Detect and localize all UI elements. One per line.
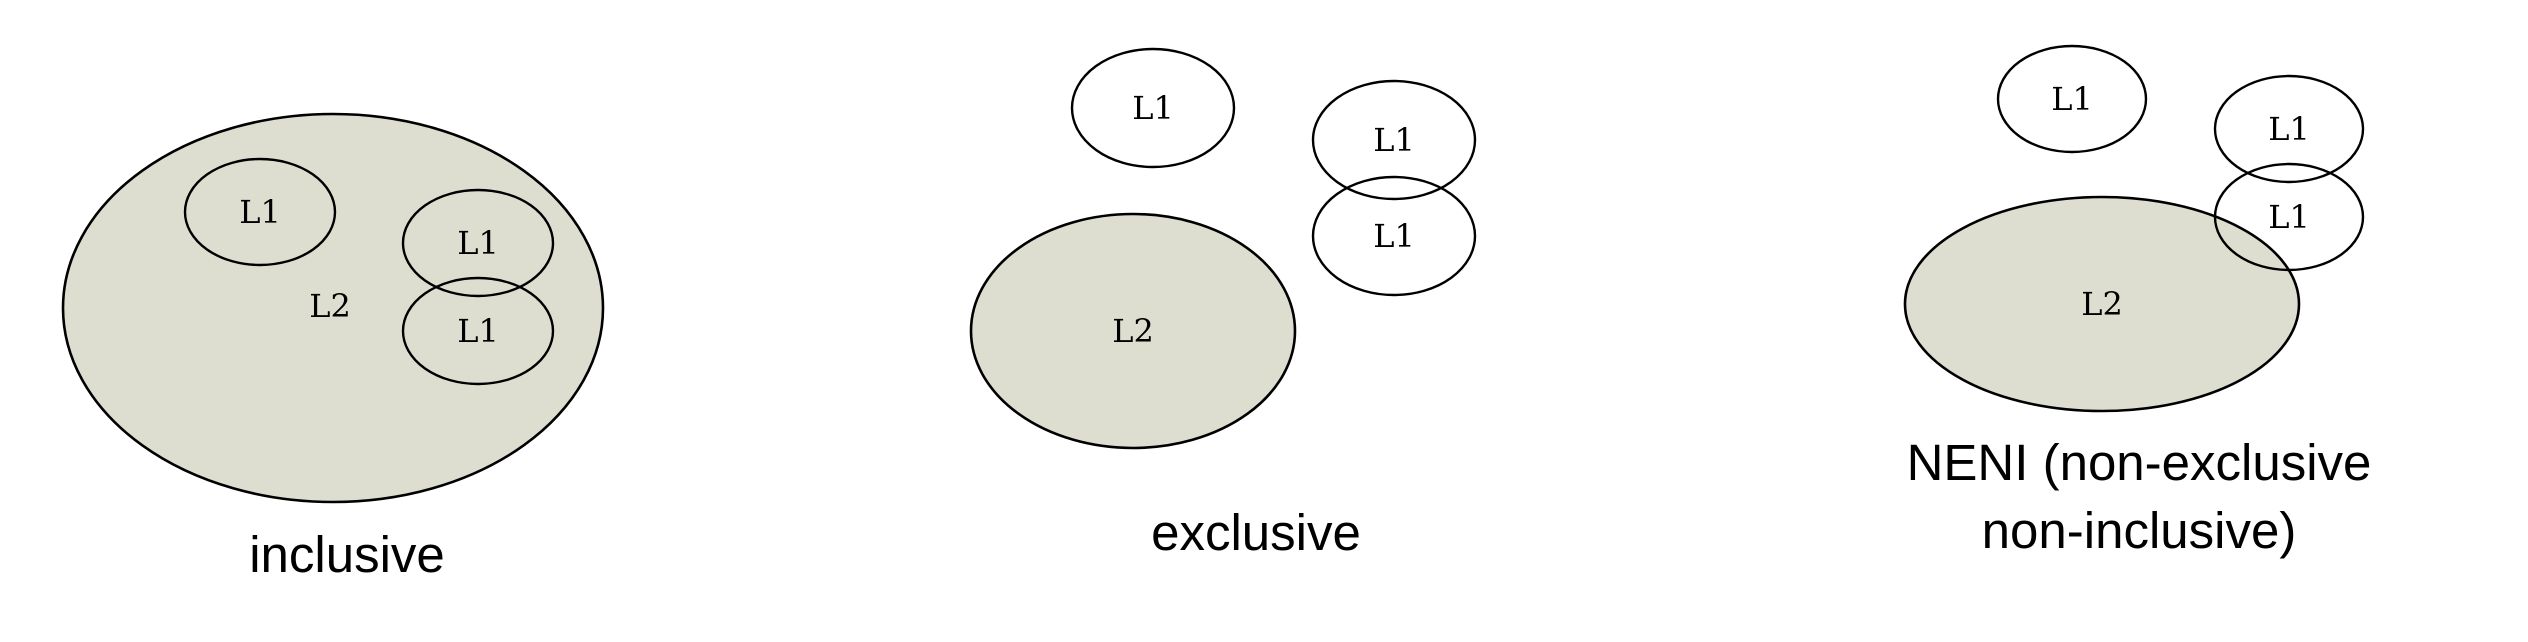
l1-cache-ellipse-single (1070, 47, 1236, 169)
l2-cache-ellipse (1903, 195, 2301, 413)
l2-cache-ellipse (969, 212, 1297, 450)
l2-label: L2 (2081, 285, 2123, 323)
panel-exclusive: L1 L1 L1 L2 exclusive (969, 47, 1477, 561)
l1-cache-ellipse-top (401, 188, 555, 298)
l2-label: L2 (1112, 312, 1154, 350)
l1-label: L1 (2268, 198, 2310, 236)
panel-caption: exclusive (1151, 504, 1361, 561)
l2-label: L2 (309, 287, 351, 325)
panel-caption: inclusive (249, 526, 445, 583)
l1-label: L1 (239, 193, 281, 231)
l1-cache-ellipse-single (1996, 44, 2148, 154)
l1-cache-ellipse-top (2213, 74, 2365, 184)
l1-cache-ellipse-single (183, 157, 337, 267)
l1-cache-ellipse-bottom (2213, 162, 2365, 272)
panel-caption-line-2: non-inclusive) (1982, 502, 2297, 559)
l1-cache-ellipse-top (1311, 79, 1477, 201)
l1-label: L1 (2051, 80, 2093, 118)
l1-cache-ellipse-bottom (401, 276, 555, 386)
l1-label: L1 (457, 312, 499, 350)
l1-label: L1 (2268, 110, 2310, 148)
panel-neni: L1 L1 L1 L2 NENI (non-exclusive non-incl… (1903, 44, 2372, 559)
l2-cache-ellipse (61, 112, 605, 504)
l1-label: L1 (1373, 217, 1415, 255)
l1-label: L1 (1373, 121, 1415, 159)
l1-label: L1 (457, 224, 499, 262)
l1-cache-ellipse-bottom (1311, 175, 1477, 297)
l1-label: L1 (1132, 89, 1174, 127)
panel-inclusive: L1 L1 L1 L2 inclusive (61, 112, 605, 583)
panel-caption-line-1: NENI (non-exclusive (1907, 434, 2372, 491)
